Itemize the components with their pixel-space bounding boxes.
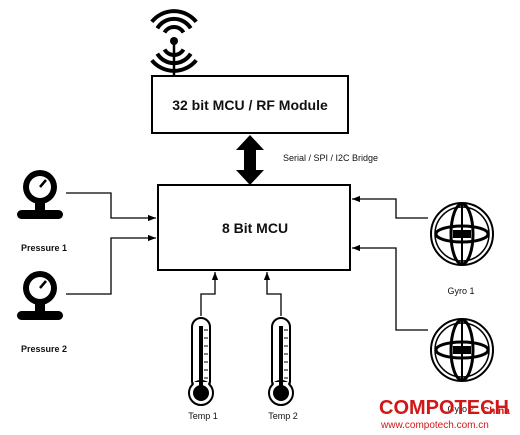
temp-connectors — [200, 272, 282, 316]
gyro-1-label: Gyro 1 — [447, 286, 474, 296]
temp-1-label: Temp 1 — [188, 411, 218, 421]
thermometer-icon — [268, 317, 294, 406]
watermark-url: www.compotech.com.cn — [380, 420, 489, 431]
rf-module-block: 32 bit MCU / RF Module — [151, 75, 349, 134]
pressure-1-label: Pressure 1 — [21, 243, 67, 253]
pressure-gauge-icon — [15, 269, 65, 322]
pressure-2-label: Pressure 2 — [21, 344, 67, 354]
thermometer-icon — [188, 317, 214, 406]
rf-module-label: 32 bit MCU / RF Module — [172, 97, 328, 113]
pressure-connectors — [66, 192, 156, 295]
gyro-connectors — [352, 195, 428, 331]
compotech-watermark: COMPOTECH China www.compotech.com.cn — [379, 397, 511, 431]
pressure-gauge-icon — [15, 168, 65, 221]
gyroscope-icon — [429, 201, 495, 267]
watermark-brand: COMPOTECH — [379, 397, 509, 419]
watermark-suffix: China — [482, 406, 510, 417]
gyroscope-icon — [429, 317, 495, 383]
gyro-2-label: Gyro 2 — [447, 404, 474, 414]
temp-2-label: Temp 2 — [268, 411, 298, 421]
bridge-label: Serial / SPI / I2C Bridge — [283, 153, 378, 163]
bridge-connector: Serial / SPI / I2C Bridge — [236, 135, 378, 185]
antenna-icon — [150, 9, 198, 76]
mcu8-label: 8 Bit MCU — [222, 220, 288, 236]
mcu8-block: 8 Bit MCU — [157, 184, 351, 271]
